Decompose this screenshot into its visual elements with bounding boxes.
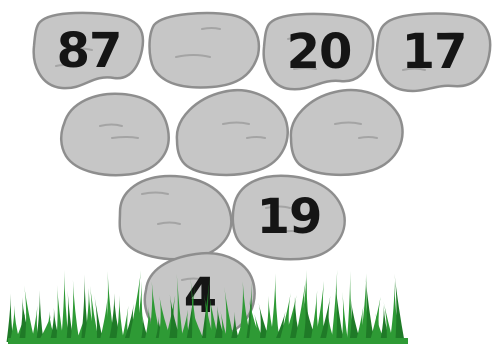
rock-block[interactable] [285, 88, 407, 178]
rock-block[interactable]: 19 [228, 172, 350, 262]
grass-blade [116, 295, 124, 342]
rock-block[interactable]: 20 [260, 9, 378, 95]
rock-block[interactable] [112, 172, 236, 262]
block-number: 87 [30, 8, 148, 94]
block-number: 20 [260, 9, 378, 95]
grass-blade [342, 292, 348, 342]
block-number [56, 90, 174, 178]
rock-block[interactable]: 87 [30, 8, 148, 94]
grass-decoration [0, 270, 498, 347]
grass-blade [177, 274, 183, 342]
block-number: 19 [228, 172, 350, 262]
rock-block[interactable]: 17 [373, 8, 495, 96]
grass-blade [270, 274, 279, 342]
rock-block[interactable] [171, 88, 293, 178]
grass-base [8, 338, 408, 344]
grass-blade [71, 280, 80, 342]
block-number [171, 88, 293, 178]
block-number [146, 9, 264, 93]
block-number [112, 172, 236, 262]
rock-block[interactable] [146, 9, 264, 93]
rock-block[interactable] [56, 90, 174, 178]
grass-blade [394, 274, 404, 342]
block-number [285, 88, 407, 178]
block-number: 17 [373, 8, 495, 96]
